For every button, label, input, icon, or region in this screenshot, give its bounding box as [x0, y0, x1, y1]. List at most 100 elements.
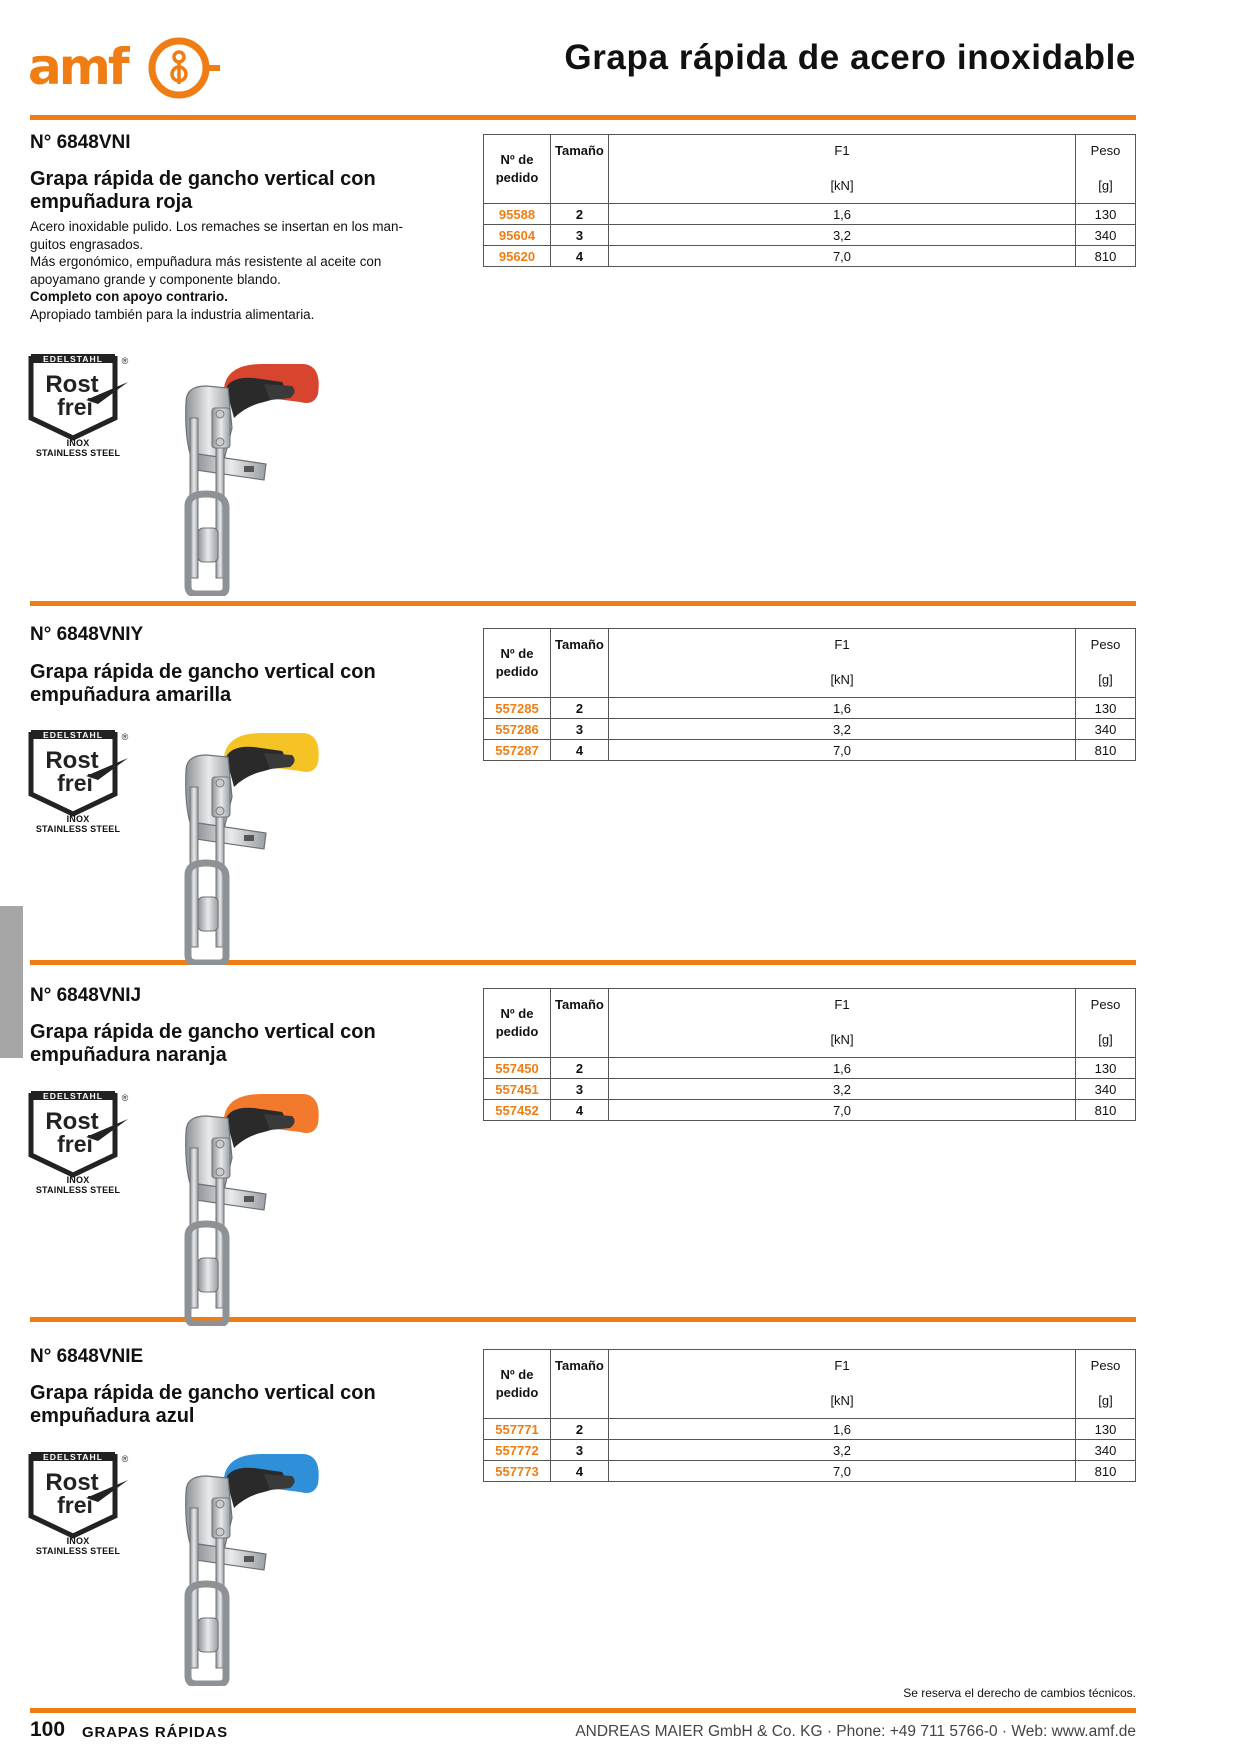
badge-word-frei: frei — [57, 1131, 93, 1157]
header-order-line2: pedido — [495, 1024, 539, 1039]
table-header-row: Nº de pedido Tamaño F1 [kN] Peso [g] — [483, 134, 1136, 204]
header-force-unit: [kN] — [830, 672, 854, 687]
force-cell: 3,2 — [608, 224, 1076, 246]
amf-logo: amf — [28, 37, 220, 99]
force-cell: 3,2 — [608, 718, 1076, 740]
table-row: 557772 3 3,2 340 — [483, 1439, 1136, 1461]
weight-cell: 340 — [1075, 718, 1136, 740]
table-row: 557771 2 1,6 130 — [483, 1418, 1136, 1440]
order-number[interactable]: 95588 — [483, 203, 551, 225]
table-row: 557285 2 1,6 130 — [483, 697, 1136, 719]
section-divider — [30, 601, 1136, 606]
force-cell: 7,0 — [608, 1460, 1076, 1482]
logo-text: amf — [28, 38, 131, 96]
order-number[interactable]: 557286 — [483, 718, 551, 740]
product-title: Grapa rápida de gancho vertical con empu… — [30, 1021, 376, 1066]
order-number[interactable]: 95620 — [483, 245, 551, 267]
force-cell: 1,6 — [608, 1057, 1076, 1079]
rostfrei-badge-icon: EDELSTAHL ® Rost frei — [28, 730, 129, 817]
header-weight: Peso [g] — [1075, 628, 1136, 698]
weight-cell: 340 — [1075, 1078, 1136, 1100]
section-divider — [30, 960, 1136, 965]
badge-top-text: EDELSTAHL — [43, 354, 103, 364]
header-force-unit: [kN] — [830, 1032, 854, 1047]
badge-top-text: EDELSTAHL — [43, 730, 103, 740]
spec-table: Nº de pedido Tamaño F1 [kN] Peso [g] — [483, 134, 1136, 267]
header-weight-label: Peso — [1090, 637, 1121, 652]
size-cell: 3 — [550, 224, 609, 246]
weight-cell: 130 — [1075, 1057, 1136, 1079]
size-cell: 2 — [550, 1057, 609, 1079]
force-cell: 1,6 — [608, 203, 1076, 225]
article-number: N° 6848VNI — [30, 132, 131, 153]
header-order-line1: Nº de — [500, 646, 534, 661]
badge-caption: INOX STAINLESS STEEL — [28, 1175, 128, 1195]
size-cell: 3 — [550, 718, 609, 740]
order-number[interactable]: 557285 — [483, 697, 551, 719]
table-header-row: Nº de pedido Tamaño F1 [kN] Peso [g] — [483, 628, 1136, 698]
description-line: Completo con apoyo contrario. — [30, 289, 228, 305]
size-cell: 4 — [550, 1099, 609, 1121]
header-order-line2: pedido — [495, 170, 539, 185]
description-line: apoyamano grande y componente blando. — [30, 271, 281, 287]
header-force-unit: [kN] — [830, 178, 854, 193]
badge-caption-stainless: STAINLESS STEEL — [35, 448, 121, 458]
header-weight-label: Peso — [1090, 997, 1121, 1012]
size-cell: 4 — [550, 245, 609, 267]
size-cell: 4 — [550, 739, 609, 761]
weight-cell: 340 — [1075, 1439, 1136, 1461]
order-number[interactable]: 557452 — [483, 1099, 551, 1121]
order-number[interactable]: 557772 — [483, 1439, 551, 1461]
size-cell: 2 — [550, 203, 609, 225]
badge-caption-inox: INOX — [66, 1175, 90, 1185]
header-order: Nº de pedido — [483, 1349, 551, 1419]
table-row: 95588 2 1,6 130 — [483, 203, 1136, 225]
header-force: F1 [kN] — [608, 1349, 1076, 1419]
header-weight: Peso [g] — [1075, 988, 1136, 1058]
force-cell: 7,0 — [608, 1099, 1076, 1121]
page-number: 100 — [30, 1718, 66, 1741]
company-info: ANDREAS MAIER GmbH & Co. KG · Phone: +49… — [575, 1723, 1136, 1740]
force-cell: 3,2 — [608, 1078, 1076, 1100]
clamp-product-image — [184, 1454, 319, 1686]
table-row: 557450 2 1,6 130 — [483, 1057, 1136, 1079]
header-force-label: F1 — [834, 1358, 850, 1373]
badge-word-frei: frei — [57, 1492, 93, 1518]
page-section: GRAPAS RÁPIDAS — [82, 1724, 228, 1741]
order-number[interactable]: 557771 — [483, 1418, 551, 1440]
table-row: 557286 3 3,2 340 — [483, 718, 1136, 740]
badge-reg-mark: ® — [122, 1454, 129, 1464]
order-number[interactable]: 557773 — [483, 1460, 551, 1482]
spec-table: Nº de pedido Tamaño F1 [kN] Peso [g] — [483, 1349, 1136, 1482]
badge-word-rost: Rost — [45, 1469, 98, 1496]
header-weight-unit: [g] — [1098, 672, 1113, 687]
weight-cell: 810 — [1075, 245, 1136, 267]
page-title: Grapa rápida de acero inoxidable — [564, 38, 1136, 77]
footer-divider — [30, 1708, 1136, 1713]
article-number: N° 6848VNIY — [30, 624, 144, 645]
clamp-product-image — [184, 733, 319, 965]
size-cell: 2 — [550, 1418, 609, 1440]
technical-note: Se reserva el derecho de cambios técnico… — [903, 1686, 1136, 1700]
badge-caption-inox: INOX — [66, 438, 90, 448]
order-number[interactable]: 95604 — [483, 224, 551, 246]
badge-caption-inox: INOX — [66, 814, 90, 824]
order-number[interactable]: 557287 — [483, 739, 551, 761]
order-number[interactable]: 557451 — [483, 1078, 551, 1100]
product-title: Grapa rápida de gancho vertical con empu… — [30, 168, 376, 213]
badge-word-frei: frei — [57, 394, 93, 420]
description-line: Acero inoxidable pulido. Los remaches se… — [30, 219, 403, 234]
clamp-product-image — [184, 1094, 319, 1326]
table-row: 557773 4 7,0 810 — [483, 1460, 1136, 1482]
header-order: Nº de pedido — [483, 134, 551, 204]
product-title: Grapa rápida de gancho vertical con empu… — [30, 1382, 376, 1427]
force-cell: 7,0 — [608, 245, 1076, 267]
header-weight-unit: [g] — [1098, 1032, 1113, 1047]
weight-cell: 130 — [1075, 1418, 1136, 1440]
table-row: 557452 4 7,0 810 — [483, 1099, 1136, 1121]
order-number[interactable]: 557450 — [483, 1057, 551, 1079]
badge-caption-inox: INOX — [66, 1536, 90, 1546]
chapter-tab — [0, 906, 23, 1058]
weight-cell: 130 — [1075, 697, 1136, 719]
header-force: F1 [kN] — [608, 628, 1076, 698]
